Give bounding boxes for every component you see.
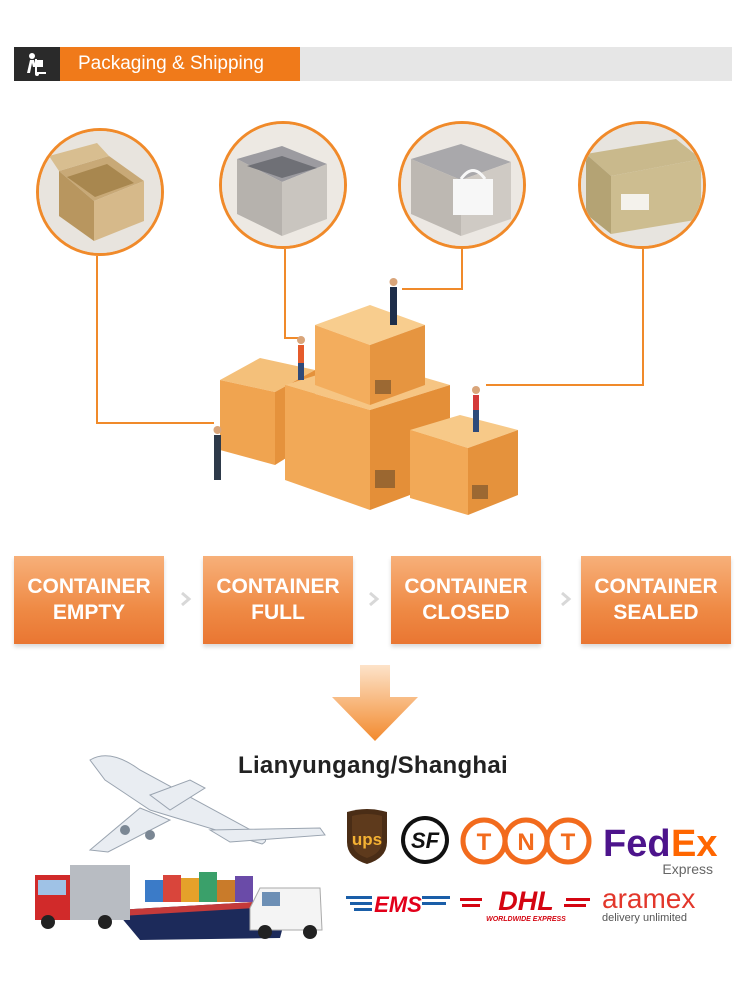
filled-box-photo <box>398 121 526 249</box>
ems-logo-text: EMS <box>374 892 422 917</box>
stage-line2: CLOSED <box>422 601 510 624</box>
box-stack-illustration <box>213 278 518 515</box>
stage-line2: FULL <box>251 601 305 624</box>
chevron-right-icon <box>561 591 572 607</box>
empty-box-photo <box>36 128 164 256</box>
connector-line <box>96 256 98 423</box>
sf-logo-text: SF <box>411 828 440 853</box>
aramex-logo: aramex delivery unlimited <box>602 884 695 924</box>
aramex-sub-text: delivery unlimited <box>602 912 687 924</box>
section-title: Packaging & Shipping <box>60 47 300 81</box>
ups-logo-text: ups <box>352 830 382 849</box>
fedex-sub-text: Express <box>662 861 713 877</box>
tnt-letter: T <box>561 829 576 856</box>
chevron-right-icon <box>181 591 192 607</box>
stage-container-empty: CONTAINER EMPTY <box>14 556 164 644</box>
dhl-sub-text: WORLDWIDE EXPRESS <box>486 916 566 923</box>
tnt-letter: T <box>477 829 492 856</box>
arrow-down-icon <box>332 665 418 741</box>
chevron-right-icon <box>369 591 380 607</box>
stage-line1: CONTAINER <box>216 575 340 598</box>
hand-truck-icon <box>14 47 60 81</box>
section-header: Packaging & Shipping <box>14 47 732 81</box>
connector-line <box>642 249 644 385</box>
stage-container-sealed: CONTAINER SEALED <box>581 556 731 644</box>
stage-line1: CONTAINER <box>404 575 528 598</box>
connector-line <box>96 422 214 424</box>
aramex-logo-text: aramex <box>602 884 695 914</box>
fedex-logo: Fed Ex Express <box>603 823 717 877</box>
dhl-logo-text: DHL <box>498 886 554 916</box>
sealed-box-photo <box>578 121 706 249</box>
tnt-logo: T N T <box>460 817 592 865</box>
fedex-fed-text: Fed <box>603 823 671 865</box>
stage-container-closed: CONTAINER CLOSED <box>391 556 541 644</box>
connector-line <box>402 288 463 290</box>
fedex-ex-text: Ex <box>671 823 717 865</box>
stage-line1: CONTAINER <box>27 575 151 598</box>
lined-box-photo <box>219 121 347 249</box>
stage-container-full: CONTAINER FULL <box>203 556 353 644</box>
transport-illustration <box>35 755 326 940</box>
connector-line <box>486 384 644 386</box>
connector-line <box>461 249 463 289</box>
connector-line <box>284 249 286 338</box>
ups-logo: ups <box>347 809 387 864</box>
dhl-logo: DHL WORLDWIDE EXPRESS <box>460 886 590 923</box>
port-label: Lianyungang/Shanghai <box>238 752 509 779</box>
tnt-letter: N <box>517 829 534 856</box>
ems-logo: EMS <box>346 892 450 917</box>
stage-line2: EMPTY <box>52 601 126 624</box>
stage-line1: CONTAINER <box>594 575 718 598</box>
sf-express-logo: SF <box>401 816 449 864</box>
connector-line <box>284 337 300 339</box>
stage-line2: SEALED <box>613 601 699 624</box>
